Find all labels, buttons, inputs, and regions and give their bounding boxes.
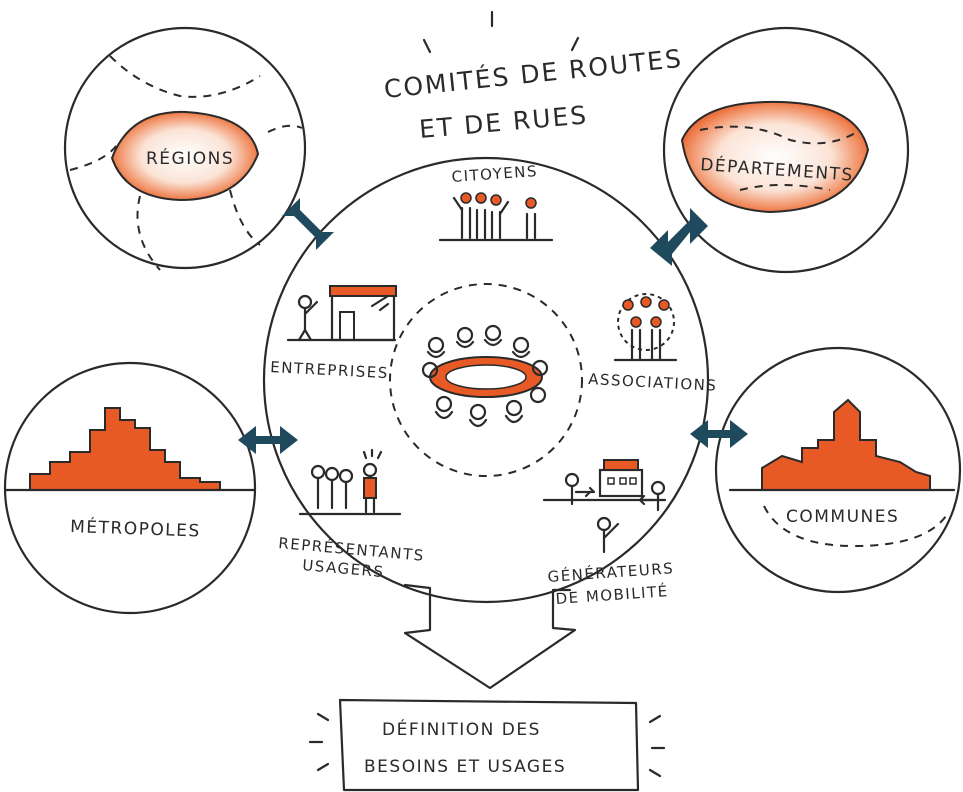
metropoles-double-arrow-icon (238, 426, 298, 454)
metropoles-skyline-icon (29, 407, 221, 491)
associations-label: ASSOCIATIONS (588, 370, 718, 395)
down-arrow-to-output (403, 583, 577, 690)
generateurs-group: GÉNÉRATEURS DE MOBILITÉ (542, 459, 675, 608)
representants-group: REPRÉSENTANTS USAGERS (278, 448, 425, 581)
metropoles-group: MÉTROPOLES (3, 361, 257, 615)
departements-double-arrow-icon (650, 208, 708, 266)
central-hub-circle (262, 156, 710, 604)
associations-group: ASSOCIATIONS (588, 293, 718, 395)
title-line-1: COMITÉS DE ROUTES (383, 44, 685, 104)
departements-blob (680, 100, 870, 214)
departements-circle (662, 26, 910, 274)
metropoles-circle (3, 361, 257, 615)
associations-people-icon (613, 293, 678, 362)
output-sparkles (308, 712, 666, 778)
round-table-dashed-ring (389, 283, 583, 477)
metropoles-label: MÉTROPOLES (70, 515, 201, 542)
title-line-2: ET DE RUES (418, 100, 589, 144)
citoyens-people-icon (438, 192, 554, 242)
communes-village-icon (761, 398, 931, 491)
building-icon (286, 285, 397, 342)
regions-double-arrow-icon (282, 198, 334, 250)
regions-label: RÉGIONS (146, 147, 234, 169)
citoyens-group: CITOYENS (438, 162, 554, 242)
output-box-group: DÉFINITION DES BESOINS ET USAGES (308, 698, 666, 792)
departements-group: DÉPARTEMENTS (662, 26, 910, 274)
communes-label: COMMUNES (786, 507, 899, 527)
communes-double-arrow-icon (690, 420, 748, 448)
regions-blob (110, 110, 260, 202)
regions-group: RÉGIONS (63, 26, 307, 271)
communes-group: COMMUNES (714, 346, 962, 594)
output-line-2: BESOINS ET USAGES (364, 757, 566, 777)
title-sparkles (422, 10, 580, 54)
citoyens-label: CITOYENS (451, 162, 538, 186)
output-box (338, 698, 640, 792)
regions-circle (63, 26, 307, 270)
communes-circle (714, 346, 962, 594)
mobility-icon (542, 459, 667, 554)
entreprises-group: ENTREPRISES (270, 285, 397, 382)
entreprises-label: ENTREPRISES (270, 358, 389, 382)
main-title: COMITÉS DE ROUTES ET DE RUES (383, 44, 685, 144)
output-line-1: DÉFINITION DES (382, 718, 541, 740)
users-people-icon (298, 448, 402, 516)
round-table-people-icon (421, 324, 549, 428)
round-table-group (389, 283, 583, 477)
